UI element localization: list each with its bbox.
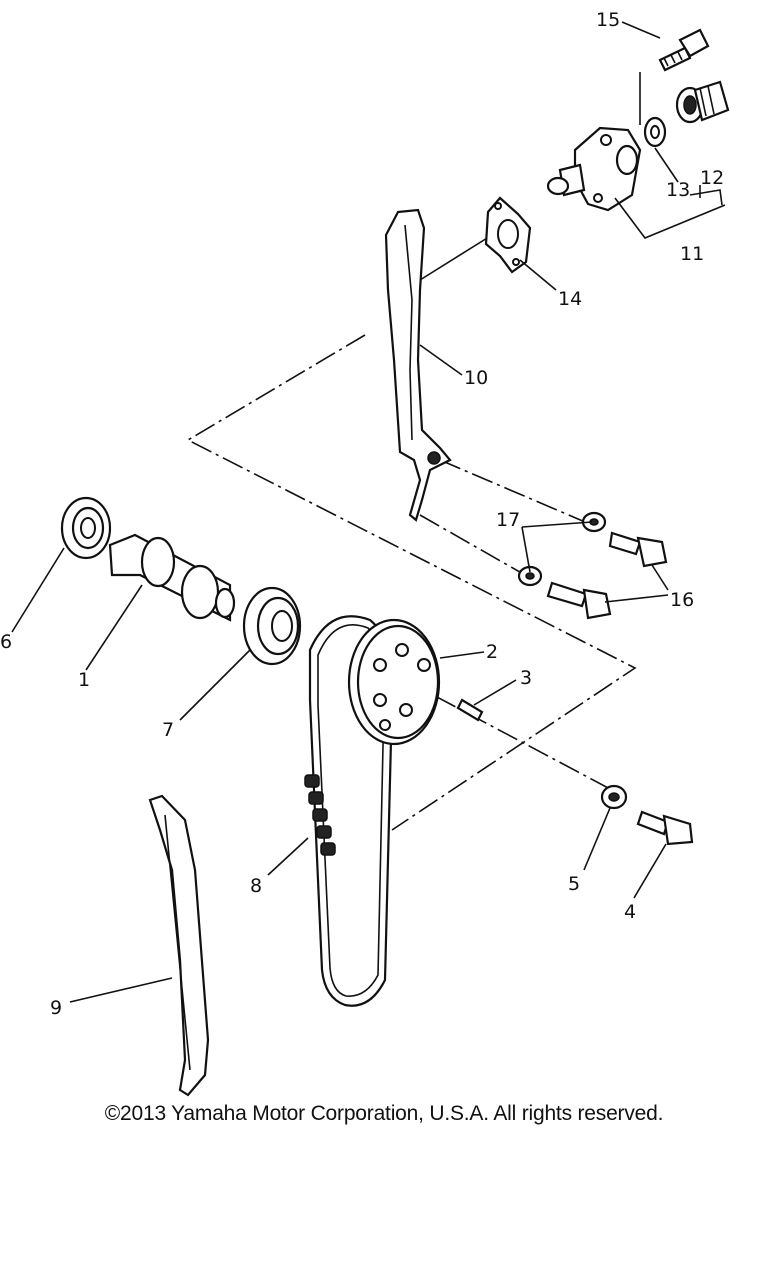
callout-11: 11	[680, 243, 704, 265]
tensioner-gasket-part-14	[484, 196, 532, 274]
bearing-part-7	[242, 586, 302, 666]
callout-9: 9	[50, 997, 62, 1019]
cam-sprocket-part-2	[347, 618, 441, 746]
callout-labels: 15 12 13 11 14 10 17 16 2 3 6 1 7 8 5 4 …	[0, 9, 724, 1019]
gasket-part-13	[643, 116, 667, 148]
callout-14: 14	[558, 288, 582, 310]
callout-5: 5	[568, 873, 580, 895]
washer-part-5	[600, 784, 628, 810]
callout-16: 16	[670, 589, 694, 611]
exploded-parts-diagram: 15 12 13 11 14 10 17 16 2 3 6 1 7 8 5 4 …	[0, 9, 730, 1097]
tensioner-bolt-part-15	[658, 28, 710, 72]
callout-7: 7	[162, 719, 174, 741]
callout-4: 4	[624, 901, 636, 923]
leader-lines	[11, 21, 726, 1003]
tensioner-cap-bolt-part-12	[675, 80, 730, 124]
cam-chain-tensioner-part-11	[546, 126, 642, 212]
callout-1: 1	[78, 669, 90, 691]
callout-17: 17	[496, 509, 520, 531]
washers-part-17	[517, 511, 607, 587]
chain-guide-part-10	[384, 208, 452, 522]
callout-2: 2	[486, 641, 498, 663]
chain-guide-part-9	[148, 794, 210, 1097]
callout-12: 12	[700, 167, 724, 189]
callout-15: 15	[596, 9, 620, 31]
callout-6: 6	[0, 631, 12, 653]
sprocket-bolt-part-4	[636, 810, 694, 846]
camshaft-part-1	[108, 533, 236, 622]
bearing-part-6	[60, 496, 112, 560]
callout-10: 10	[464, 367, 488, 389]
copyright-notice: ©2013 Yamaha Motor Corporation, U.S.A. A…	[104, 1102, 664, 1125]
guide-bolts-part-16	[546, 531, 668, 620]
dowel-pin-part-3	[456, 698, 484, 722]
callout-13: 13	[666, 179, 690, 201]
callout-8: 8	[250, 875, 262, 897]
callout-3: 3	[520, 667, 532, 689]
